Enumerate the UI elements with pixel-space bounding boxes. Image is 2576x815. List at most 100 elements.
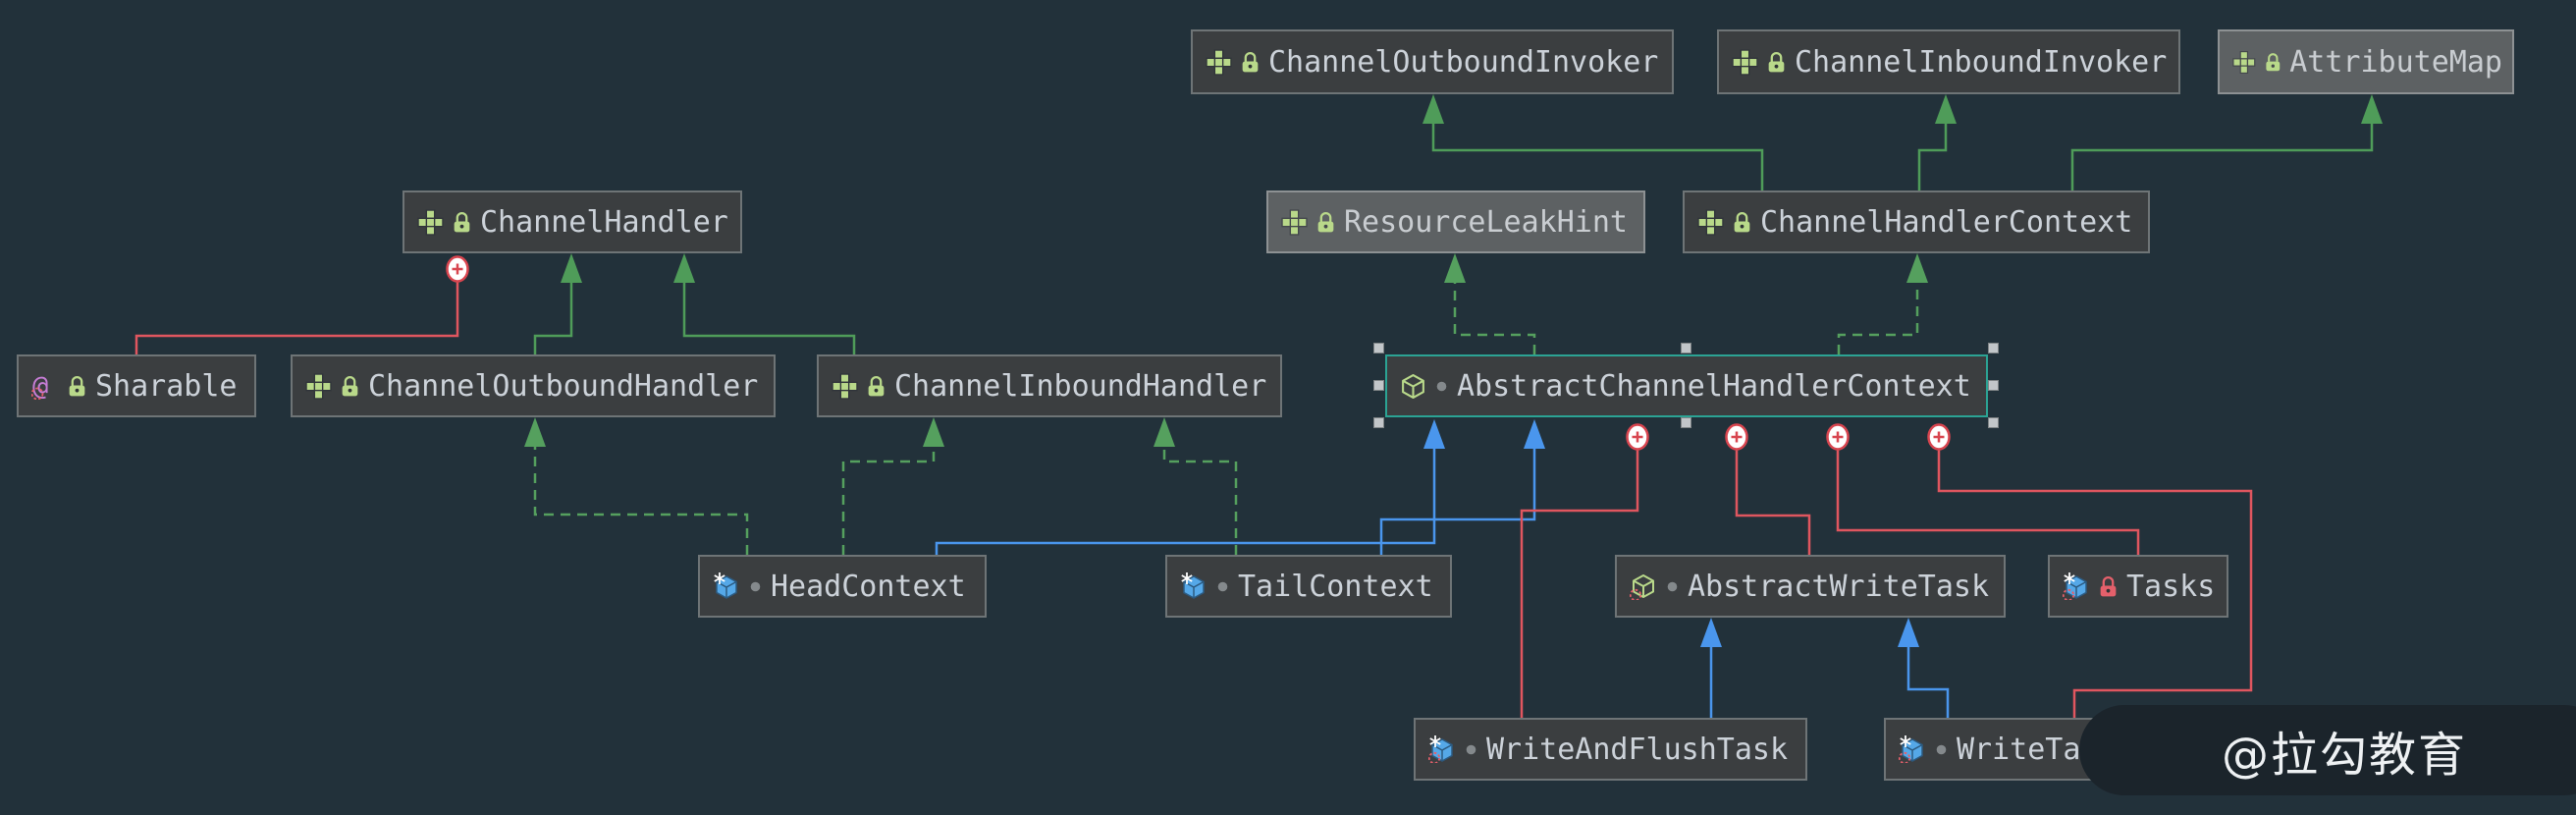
node-label: Sharable <box>95 368 238 404</box>
lock-icon <box>342 375 358 396</box>
watermark-badge: @拉勾教育 <box>2079 705 2576 795</box>
abstract-class-icon <box>1630 574 1654 600</box>
node-label: HeadContext <box>771 569 966 604</box>
lock-icon <box>454 211 470 232</box>
package-private-dot-icon <box>1436 381 1447 391</box>
node-label: WriteAndFlushTask <box>1486 732 1789 767</box>
interface-icon <box>1732 48 1758 76</box>
plus-badge-icon <box>1927 423 1951 451</box>
final-snowflake-badge <box>2064 572 2075 584</box>
node-label: ChannelInboundInvoker <box>1795 44 2168 80</box>
edge-chc-extends-coi <box>1431 124 1764 190</box>
node-channelinboundhandler[interactable]: ChannelInboundHandler <box>817 354 1282 417</box>
abstract-class-icon <box>1402 373 1424 399</box>
lock-icon <box>1734 211 1750 232</box>
interface-icon <box>1697 208 1724 236</box>
edge-tail-extends-achc <box>1379 449 1536 555</box>
extends-class-arrowheads <box>1423 419 1919 647</box>
lock-icon <box>1317 211 1334 232</box>
interface-icon <box>1206 48 1232 76</box>
node-tasks[interactable]: Tasks <box>2048 555 2228 618</box>
node-tailcontext[interactable]: TailContext <box>1165 555 1452 618</box>
lock-icon <box>1242 51 1259 72</box>
selection-handle-sw[interactable] <box>1373 417 1384 428</box>
selection-handle-s[interactable] <box>1681 417 1691 428</box>
selection-handle-w[interactable] <box>1373 380 1384 391</box>
node-channelinboundinvoker[interactable]: ChannelInboundInvoker <box>1717 29 2180 94</box>
final-class-icon <box>714 572 737 599</box>
edge-wt-extends-awt <box>1906 647 1950 718</box>
extends-class-edges <box>935 449 1950 718</box>
selection-handle-e[interactable] <box>1988 380 1999 391</box>
selection-handle-ne[interactable] <box>1988 343 1999 353</box>
edge-tasks-inner-of-achc <box>1836 450 2140 555</box>
node-channeloutboundinvoker[interactable]: ChannelOutboundInvoker <box>1191 29 1674 94</box>
interface-icon <box>1281 208 1308 236</box>
extends-interface-arrowheads <box>561 94 2383 283</box>
plus-badge-icon <box>1725 423 1748 451</box>
node-label: TailContext <box>1238 569 1433 604</box>
package-private-dot-icon <box>1667 581 1678 591</box>
edge-wt-inner-of-achc <box>1937 450 2253 718</box>
node-label: ChannelOutboundHandler <box>368 368 759 404</box>
node-channeloutboundhandler[interactable]: ChannelOutboundHandler <box>291 354 776 417</box>
node-channelhandler[interactable]: ChannelHandler <box>402 190 742 253</box>
final-class-icon <box>1181 572 1205 599</box>
edge-achc-impl-resourceleakhint <box>1453 283 1536 354</box>
edge-head-impl-cih <box>841 447 936 555</box>
edge-sharable-inner-of-channelhandler <box>134 282 459 354</box>
selection-handle-nw[interactable] <box>1373 343 1384 353</box>
final-snowflake-badge <box>714 572 725 584</box>
lock-icon <box>69 375 85 396</box>
selection-handle-se[interactable] <box>1988 417 1999 428</box>
inner-class-edges <box>134 282 2253 718</box>
edge-head-extends-achc <box>935 449 1436 555</box>
implements-arrowheads <box>524 253 1928 447</box>
interface-icon <box>305 372 332 400</box>
edge-cih-extends-channelhandler <box>682 283 856 354</box>
package-private-dot-icon <box>750 581 761 591</box>
plus-badge-icon <box>1626 423 1649 451</box>
lock-icon <box>1768 51 1785 72</box>
plus-badge-icon <box>446 255 469 283</box>
node-sharable[interactable]: @ Sharable <box>17 354 256 417</box>
edge-waft-inner-of-achc <box>1520 450 1639 718</box>
final-snowflake-badge <box>1181 572 1193 584</box>
edge-coh-extends-channelhandler <box>533 283 573 354</box>
lock-icon-private <box>2100 575 2117 596</box>
implements-edges <box>533 283 1919 555</box>
annotation-icon: @ <box>31 372 48 400</box>
node-headcontext[interactable]: HeadContext <box>698 555 987 618</box>
node-label: ChannelOutboundInvoker <box>1268 44 1659 80</box>
node-channelhandlercontext[interactable]: ChannelHandlerContext <box>1683 190 2150 253</box>
edge-chc-extends-cii <box>1917 124 1948 190</box>
node-label: AbstractChannelHandlerContext <box>1457 368 1971 404</box>
node-label: Tasks <box>2126 569 2216 604</box>
edge-awt-inner-of-achc <box>1735 450 1811 555</box>
interface-icon <box>832 372 858 400</box>
plus-badge-icon <box>1826 423 1850 451</box>
lock-icon <box>868 375 885 396</box>
node-label: AttributeMap <box>2289 44 2502 80</box>
interface-icon <box>2232 50 2256 74</box>
node-writeandflushtask[interactable]: WriteAndFlushTask <box>1414 718 1807 781</box>
node-abstractchannelhandlercontext[interactable]: AbstractChannelHandlerContext <box>1385 354 1988 417</box>
node-resourceleakhint[interactable]: ResourceLeakHint <box>1266 190 1645 253</box>
node-attributemap[interactable]: AttributeMap <box>2218 29 2514 94</box>
final-snowflake-badge <box>1900 735 1911 747</box>
node-label: AbstractWriteTask <box>1688 569 1990 604</box>
lock-icon <box>2266 52 2280 71</box>
selection-handle-n[interactable] <box>1681 343 1691 353</box>
inner-class-plus-badges <box>446 255 1951 451</box>
interface-icon <box>417 208 444 236</box>
node-label: ResourceLeakHint <box>1344 204 1628 240</box>
extends-interface-edges <box>533 124 2374 354</box>
node-abstractwritetask[interactable]: AbstractWriteTask <box>1615 555 2006 618</box>
node-label: ChannelInboundHandler <box>894 368 1267 404</box>
final-snowflake-badge <box>1429 735 1441 747</box>
node-label: ChannelHandler <box>480 204 728 240</box>
package-private-dot-icon <box>1936 744 1947 754</box>
final-class-icon <box>1428 735 1453 763</box>
